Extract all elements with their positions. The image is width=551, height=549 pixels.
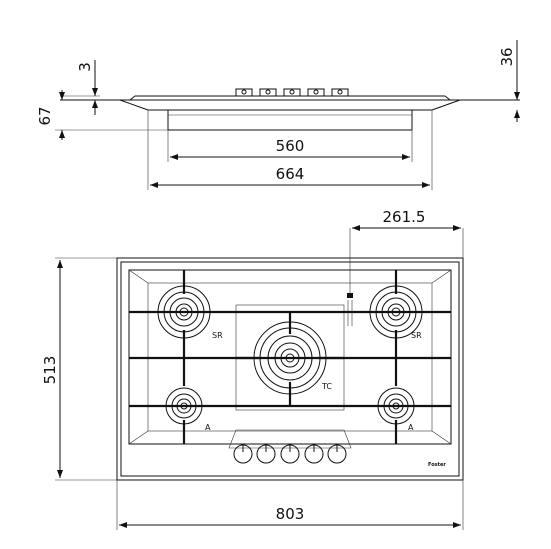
burner-bottom-right (377, 387, 415, 425)
burner-bottom-left (165, 387, 203, 425)
burner-label-top-left: SR (212, 331, 223, 340)
gas-connection (347, 293, 353, 326)
dim-width: 803 (276, 505, 305, 523)
control-knobs (233, 444, 347, 464)
top-view: SR SR TC A (41, 208, 464, 530)
burner-center (253, 321, 327, 395)
grates (129, 270, 451, 444)
side-knobs (235, 88, 349, 97)
dim-thickness: 3 (76, 62, 94, 72)
dim-cutout-width: 560 (276, 137, 305, 155)
dim-gas-offset: 261.5 (383, 208, 426, 226)
brand-logo: Foster (428, 462, 446, 468)
burner-label-bottom-right: A (408, 423, 414, 432)
dim-depth: 513 (41, 356, 59, 385)
dim-height-total: 36 (498, 47, 516, 66)
dim-left-height: 67 (36, 106, 54, 125)
burner-label-center: TC (321, 382, 332, 391)
burner-top-right (369, 285, 423, 339)
burner-top-left (157, 285, 211, 339)
burner-label-top-right: SR (411, 331, 422, 340)
side-view: 3 67 36 560 664 (36, 40, 520, 190)
dim-overall-width: 664 (276, 165, 305, 183)
burner-label-bottom-left: A (205, 423, 211, 432)
